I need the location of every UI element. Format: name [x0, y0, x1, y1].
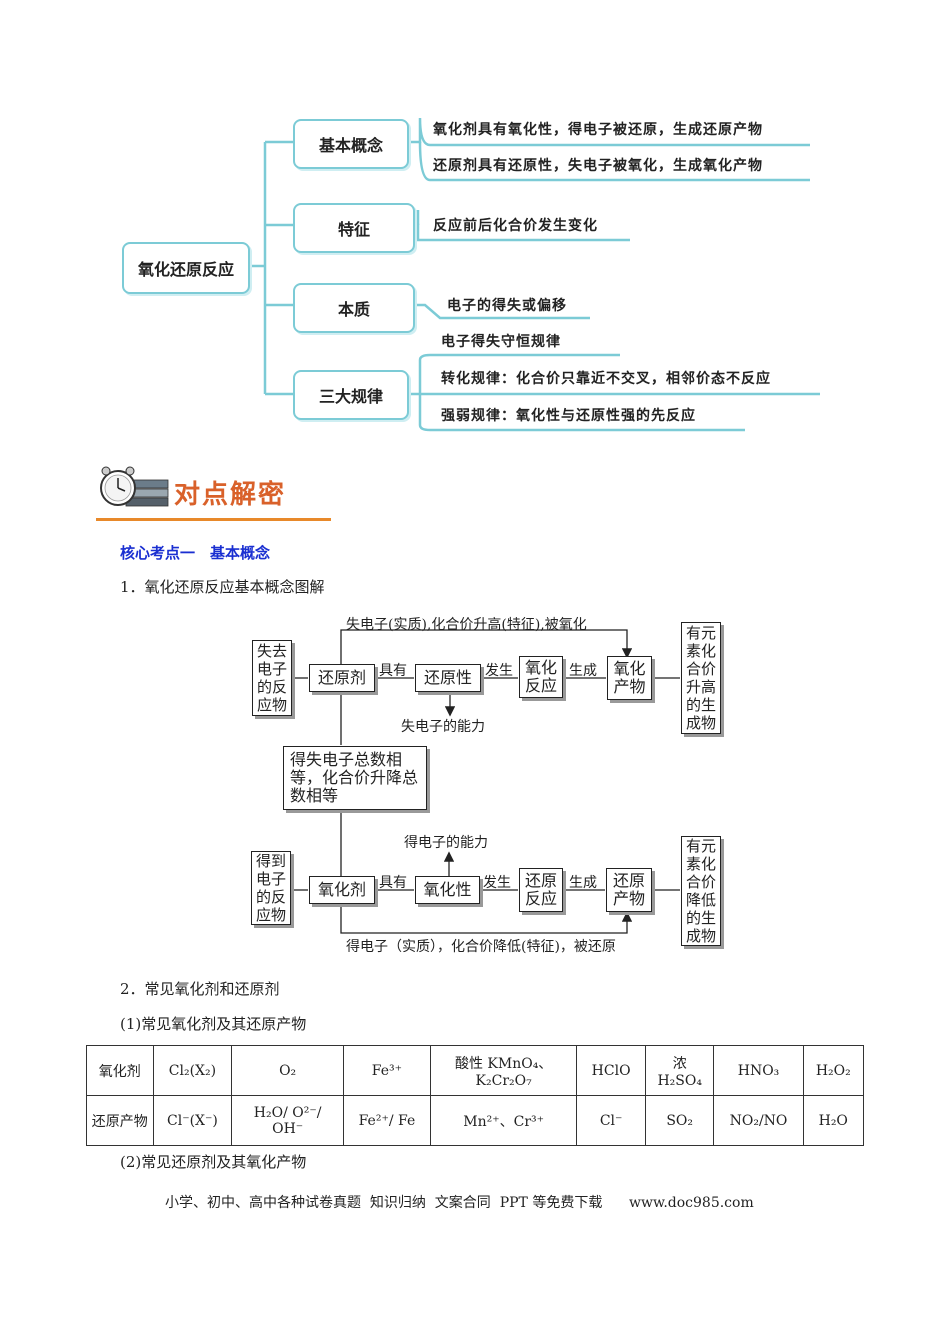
- diagram-box-valence-down-product: 有元素化合价降低的生成物: [681, 836, 721, 946]
- table-cell: Cl₂(X₂): [152, 1045, 233, 1096]
- diagram-top-arrow-label: 失电子(实质),化合价升高(特征),被氧化: [346, 617, 587, 633]
- diagram-label-lose-ability: 失电子的能力: [401, 719, 485, 735]
- page-footer: 小学、初中、高中各种试卷真题 知识归纳 文案合同 PPT 等免费下载 www.d…: [165, 1195, 754, 1211]
- paragraph: (2)常见还原剂及其氧化产物: [120, 1153, 307, 1171]
- table-cell: O₂: [231, 1045, 344, 1096]
- table-cell: HClO: [576, 1045, 646, 1096]
- mindmap-item: 反应前后化合价发生变化: [433, 218, 598, 234]
- mindmap-branch-feature: 特征: [293, 203, 415, 253]
- mindmap-item: 还原剂具有还原性，失电子被氧化，生成氧化产物: [433, 158, 763, 174]
- diagram-bottom-arrow-label: 得电子（实质），化合价降低(特征)，被还原: [346, 939, 616, 955]
- mindmap-item: 电子得失守恒规律: [441, 334, 561, 350]
- diagram-label-gain-ability: 得电子的能力: [404, 835, 488, 851]
- mindmap-branch-basic: 基本概念: [293, 119, 409, 169]
- clock-books-icon: [100, 466, 169, 507]
- diagram-box-conservation: 得失电子总数相等，化合价升降总数相等: [283, 746, 427, 810]
- diagram-box-reducing-power: 还原性: [415, 664, 481, 692]
- mindmap-root: 氧化还原反应: [122, 242, 250, 294]
- diagram-box-reduction-product: 还原产物: [606, 868, 652, 912]
- table-cell: SO₂: [644, 1095, 715, 1146]
- mindmap-item: 转化规律：化合价只靠近不交叉，相邻价态不反应: [441, 371, 771, 387]
- table-cell: H₂O: [802, 1095, 865, 1146]
- table-cell: Fe²⁺/ Fe: [342, 1095, 431, 1146]
- diagram-box-reduction-reaction: 还原反应: [519, 868, 563, 912]
- table-cell: Fe³⁺: [342, 1045, 431, 1096]
- diagram-box-oxidation-product: 氧化产物: [607, 656, 652, 700]
- table-cell: NO₂/NO: [713, 1095, 804, 1146]
- diagram-label-generates-2: 生成: [569, 875, 597, 891]
- diagram-label-generates: 生成: [569, 663, 597, 679]
- diagram-box-valence-up-product: 有元素化合价升高的生成物: [681, 622, 721, 734]
- table-cell: H₂O₂: [802, 1045, 865, 1096]
- diagram-label-occurs-2: 发生: [483, 875, 511, 891]
- table-cell: 酸性 KMnO₄、K₂Cr₂O₇: [429, 1045, 578, 1096]
- banner-underline: [96, 518, 331, 521]
- diagram-label-has-2: 具有: [379, 875, 407, 891]
- core-point-heading: 核心考点一 基本概念: [120, 544, 271, 562]
- mindmap-item: 氧化剂具有氧化性，得电子被还原，生成还原产物: [433, 122, 763, 138]
- mindmap-lines: [247, 117, 820, 432]
- diagram-box-reducer: 还原剂: [309, 664, 375, 692]
- table-cell: 浓 H₂SO₄: [644, 1045, 715, 1096]
- table-cell: H₂O/ O²⁻/ OH⁻: [231, 1095, 344, 1146]
- diagram-box-lose-reactant: 失去电子的反应物: [252, 640, 292, 716]
- mindmap-branch-essence: 本质: [293, 283, 415, 333]
- mindmap-item: 强弱规律：氧化性与还原性强的先反应: [441, 408, 696, 424]
- section-banner-title: 对点解密: [174, 480, 287, 510]
- mindmap-branch-laws: 三大规律: [293, 370, 409, 420]
- diagram-label-occurs: 发生: [485, 663, 513, 679]
- diagram-box-oxidizer: 氧化剂: [309, 876, 375, 904]
- diagram-box-gain-reactant: 得到电子的反应物: [251, 851, 291, 925]
- table-cell: Cl⁻: [576, 1095, 646, 1146]
- paragraph: 1．氧化还原反应基本概念图解: [120, 578, 325, 596]
- oxidizer-table: 氧化剂 Cl₂(X₂) O₂ Fe³⁺ 酸性 KMnO₄、K₂Cr₂O₇ HCl…: [86, 1045, 865, 1146]
- diagram-label-has: 具有: [379, 663, 407, 679]
- diagram-box-oxidation-reaction: 氧化反应: [519, 656, 563, 698]
- paragraph: (1)常见氧化剂及其还原产物: [120, 1015, 307, 1033]
- paragraph: 2．常见氧化剂和还原剂: [120, 980, 280, 998]
- table-cell: Mn²⁺、Cr³⁺: [429, 1095, 578, 1146]
- concept-diagram-lines: [292, 629, 680, 934]
- table-cell: HNO₃: [713, 1045, 804, 1096]
- mindmap-item: 电子的得失或偏移: [447, 298, 567, 314]
- table-header-reduction-product: 还原产物: [86, 1095, 154, 1146]
- diagram-box-oxidizing-power: 氧化性: [415, 876, 480, 904]
- table-cell: Cl⁻(X⁻): [152, 1095, 233, 1146]
- table-header-oxidizer: 氧化剂: [86, 1045, 154, 1096]
